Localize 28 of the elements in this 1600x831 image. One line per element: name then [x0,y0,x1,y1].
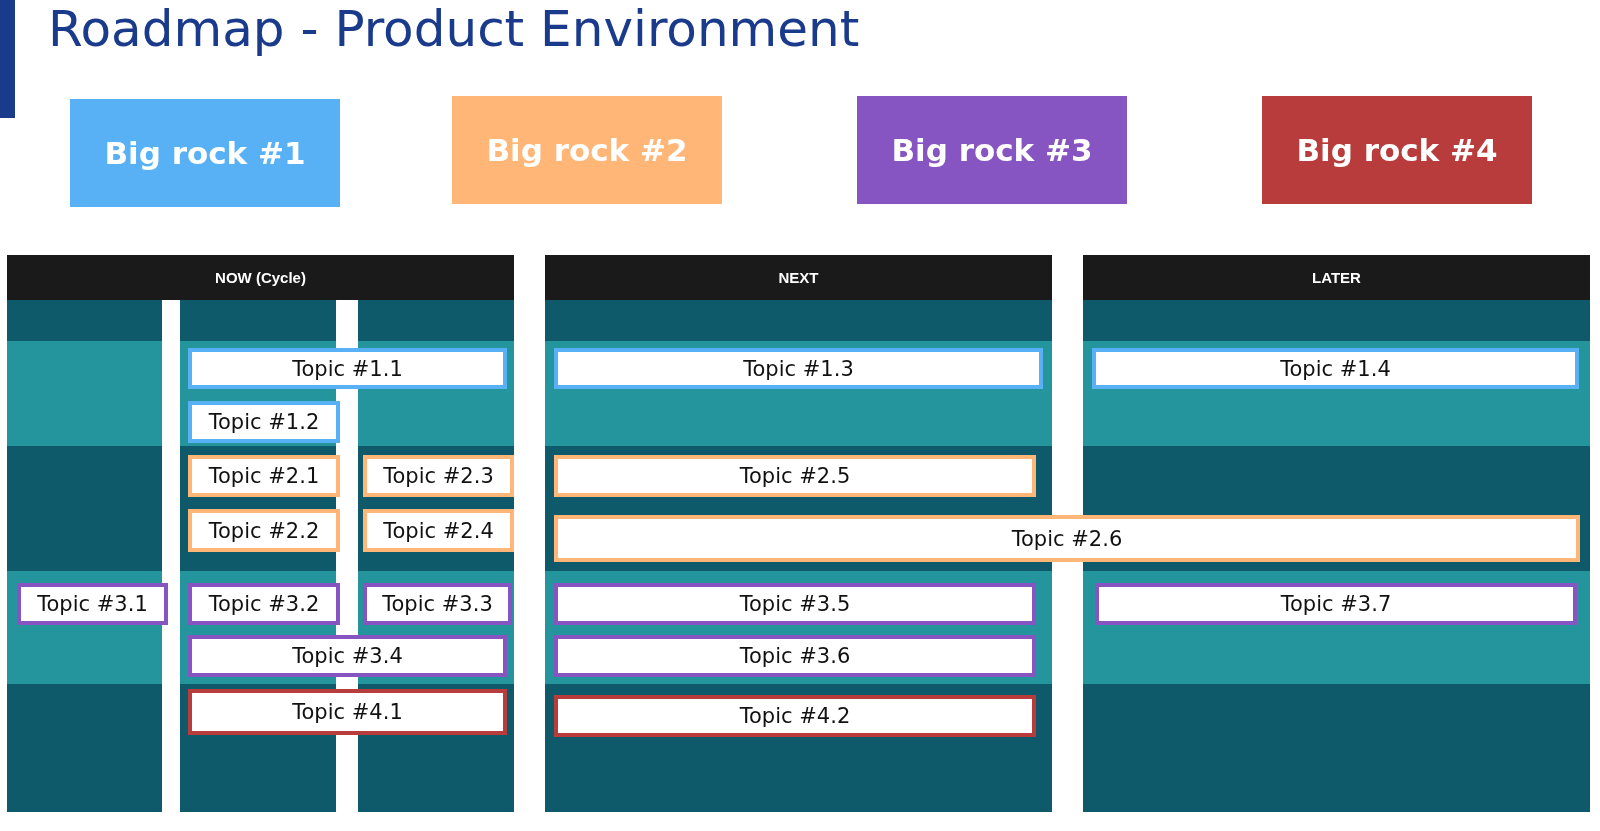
theme-box: Big rock #3 [857,96,1127,204]
topic-card: Topic #3.5 [554,583,1036,625]
topic-card: Topic #1.1 [188,348,507,389]
column-header: LATER [1083,255,1590,300]
topic-card: Topic #4.2 [554,695,1036,737]
topic-card: Topic #1.4 [1092,348,1579,389]
topic-card: Topic #3.1 [17,583,168,625]
topic-card: Topic #2.3 [363,455,514,497]
topic-card: Topic #3.7 [1095,583,1577,625]
topic-card: Topic #2.5 [554,455,1036,497]
theme-box: Big rock #4 [1262,96,1532,204]
topic-card: Topic #4.1 [188,689,507,735]
topic-card: Topic #2.2 [188,509,340,552]
topic-card: Topic #3.3 [363,583,512,625]
theme-box: Big rock #2 [452,96,722,204]
topic-card: Topic #1.3 [554,348,1043,389]
timeline-column [7,255,514,812]
column-header: NOW (Cycle) [7,255,514,300]
theme-box: Big rock #1 [70,99,340,207]
topic-card: Topic #3.4 [188,635,507,677]
topic-card: Topic #2.1 [188,455,340,497]
topic-card: Topic #3.6 [554,635,1036,677]
column-header: NEXT [545,255,1052,300]
page-title: Roadmap - Product Environment [48,0,860,58]
topic-card: Topic #1.2 [188,401,340,443]
topic-card: Topic #2.4 [363,509,514,552]
topic-card: Topic #2.6 [554,515,1580,562]
topic-card: Topic #3.2 [188,583,340,625]
